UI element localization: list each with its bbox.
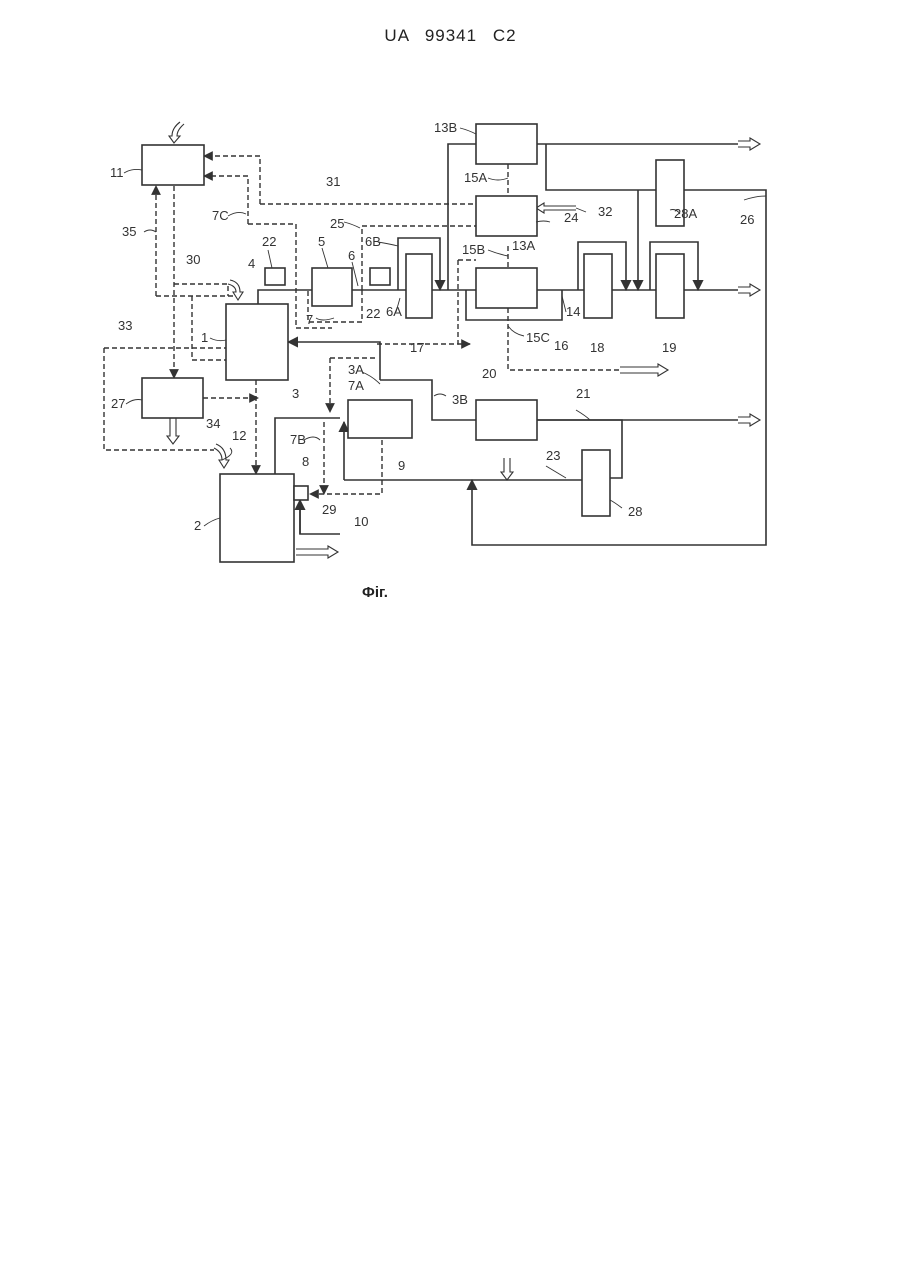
label-10: 10 (354, 514, 368, 529)
output-arrow-16 (620, 364, 668, 376)
line-to-13B (448, 144, 476, 290)
input-arrow-1 (228, 280, 243, 300)
label-18: 18 (590, 340, 604, 355)
label-17: 17 (410, 340, 424, 355)
label-34: 34 (206, 416, 220, 431)
label-27: 27 (111, 396, 125, 411)
label-30: 30 (186, 252, 200, 267)
unit-17 (406, 254, 432, 318)
label-4: 4 (248, 256, 255, 271)
dash-to-1 (192, 296, 226, 360)
unit-8 (294, 486, 308, 500)
label-1: 1 (201, 330, 208, 345)
dash-31 (204, 156, 260, 204)
unit-28 (582, 450, 610, 516)
label-29: 29 (322, 502, 336, 517)
output-arrow-13B (738, 138, 760, 150)
output-arrow-20 (501, 458, 513, 480)
figure-caption: Фіг. (340, 584, 410, 601)
unit-1 (226, 304, 288, 380)
label-24: 24 (564, 210, 578, 225)
label-14: 14 (566, 304, 580, 319)
unit-18 (584, 254, 612, 318)
output-arrow-2 (296, 546, 338, 558)
unit-13A (476, 268, 537, 308)
input-arrow-11 (169, 122, 184, 143)
output-arrow-main (738, 284, 760, 296)
label-15C: 15C (526, 330, 550, 345)
output-arrow-27 (167, 418, 179, 444)
label-26: 26 (740, 212, 754, 227)
unit-2 (220, 474, 294, 562)
label-6: 6 (348, 248, 355, 263)
label-15B: 15B (462, 242, 485, 257)
label-19: 19 (662, 340, 676, 355)
label-13B: 13B (434, 120, 457, 135)
label-9: 9 (398, 458, 405, 473)
label-22-b: 22 (366, 306, 380, 321)
label-3A: 3A (348, 362, 364, 377)
unit-5 (312, 268, 352, 306)
unit-20 (476, 400, 537, 440)
unit-19 (656, 254, 684, 318)
label-20: 20 (482, 366, 496, 381)
label-7: 7 (306, 312, 313, 327)
label-7B: 7B (290, 432, 306, 447)
label-3B: 3B (452, 392, 468, 407)
label-6B: 6B (365, 234, 381, 249)
label-11: 11 (110, 165, 124, 180)
label-25: 25 (330, 216, 344, 231)
label-16: 16 (554, 338, 568, 353)
label-28: 28 (628, 504, 642, 519)
label-13A: 13A (512, 238, 535, 253)
label-28A: 28A (674, 206, 697, 221)
label-3: 3 (292, 386, 299, 401)
label-35: 35 (122, 224, 136, 239)
unit-22-b (370, 268, 390, 285)
unit-22-a (265, 268, 285, 285)
label-6A: 6A (386, 304, 402, 319)
label-7C: 7C (212, 208, 229, 223)
label-5: 5 (318, 234, 325, 249)
dashed-control-lines (104, 156, 620, 494)
label-15A: 15A (464, 170, 487, 185)
dash-10 (310, 440, 382, 494)
input-arrow-2 (214, 444, 229, 468)
unit-24 (476, 196, 537, 236)
label-21: 21 (576, 386, 590, 401)
label-12: 12 (232, 428, 246, 443)
dash-30 (174, 284, 228, 296)
unit-11 (142, 145, 204, 185)
label-7A: 7A (348, 378, 364, 393)
label-23: 23 (546, 448, 560, 463)
label-8: 8 (302, 454, 309, 469)
unit-9 (348, 400, 412, 438)
label-32: 32 (598, 204, 612, 219)
output-arrow-21 (738, 414, 760, 426)
label-33: 33 (118, 318, 132, 333)
unit-13B (476, 124, 537, 164)
unit-27 (142, 378, 203, 418)
label-22-a: 22 (262, 234, 276, 249)
label-2: 2 (194, 518, 201, 533)
label-31: 31 (326, 174, 340, 189)
